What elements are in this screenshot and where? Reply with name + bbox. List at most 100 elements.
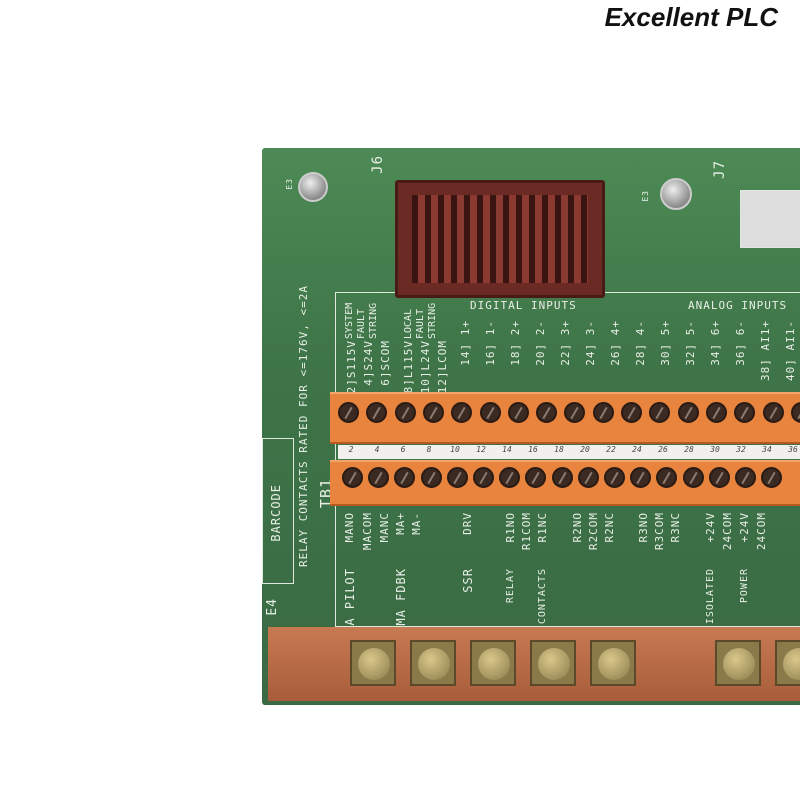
- top-terminal-label: 38] AI1+: [759, 320, 772, 381]
- bottom-terminal-label: 24COM: [755, 512, 768, 551]
- terminal-screw: [682, 467, 704, 488]
- terminal-screw: [705, 402, 727, 423]
- terminal-screw: [551, 467, 573, 488]
- terminal-screw: [420, 467, 442, 488]
- terminal-screw: [451, 402, 473, 423]
- terminal-number: 6: [400, 445, 406, 454]
- terminal-screw: [499, 467, 521, 488]
- relay-rating-text: RELAY CONTACTS RATED FOR <=176V, <=2A: [297, 285, 310, 568]
- top-terminal-label: 10]L24V: [419, 340, 432, 394]
- terminal-screw: [621, 402, 642, 423]
- bottom-terminal-label: MA-: [410, 512, 423, 535]
- terminal-screw: [422, 402, 444, 423]
- terminal-screw: [446, 467, 468, 488]
- top-terminal-label: 2]S115V: [345, 340, 358, 394]
- top-terminal-label: 6]SCOM: [379, 340, 392, 386]
- bottom-group-label: RELAY: [505, 568, 516, 604]
- bottom-terminal-label: +24V: [704, 512, 717, 543]
- label-j6: J6: [370, 155, 386, 174]
- top-terminal-label: 30] 5+: [659, 320, 672, 366]
- terminal-screw: [479, 402, 501, 423]
- terminal-screw: [592, 402, 614, 423]
- bottom-terminal-label: MANC: [378, 512, 391, 543]
- terminal-screw: [507, 402, 529, 423]
- terminal-number: 32: [736, 445, 746, 454]
- top-terminal-label: 34] 6+: [709, 320, 722, 366]
- bottom-group-label: ISOLATED: [705, 568, 716, 625]
- terminal-screw: [342, 467, 363, 488]
- bottom-group-label: MA PILOT: [343, 568, 357, 634]
- mounting-screw: [660, 178, 692, 210]
- terminal-screw: [762, 402, 784, 423]
- top-terminal-label: 24] 3-: [584, 320, 597, 366]
- label-e3: E3: [285, 178, 294, 190]
- terminal-number: 14: [502, 445, 512, 454]
- bottom-terminal-label: R3NC: [669, 512, 682, 543]
- bottom-terminal-label: 24COM: [721, 512, 734, 551]
- terminal-screw: [735, 467, 756, 488]
- j7-connector: [740, 190, 800, 248]
- label-j7: J7: [712, 160, 728, 179]
- terminal-screw: [536, 402, 558, 423]
- terminal-number: 20: [580, 445, 590, 454]
- barcode-box: [262, 438, 294, 584]
- top-terminal-label: 4]S24V: [362, 340, 375, 386]
- bottom-group-label: MA FDBK: [394, 568, 408, 626]
- terminal-screw: [366, 402, 388, 423]
- terminal-number: 18: [554, 445, 564, 454]
- terminal-screw: [394, 467, 416, 488]
- j6-ribbon-connector: [395, 180, 605, 298]
- terminal-number: 12: [476, 445, 486, 454]
- terminal-number: 26: [658, 445, 668, 454]
- terminal-screw: [577, 467, 599, 488]
- top-terminal-label: 18] 2+: [509, 320, 522, 366]
- mounting-screw-e3: [298, 172, 328, 202]
- terminal-number: 10: [450, 445, 460, 454]
- group-system-fault: SYSTEM FAULT STRING: [344, 302, 379, 339]
- bottom-terminal-label: +24V: [738, 512, 751, 543]
- bottom-terminal-label: R1COM: [520, 512, 533, 551]
- top-terminal-label: 14] 1+: [459, 320, 472, 366]
- terminal-number: 8: [426, 445, 432, 454]
- terminal-screw: [394, 402, 416, 423]
- terminal-number: 24: [632, 445, 642, 454]
- label-e4: E4: [265, 598, 280, 616]
- bottom-terminal-label: R2NC: [603, 512, 616, 543]
- bottom-terminal-label: R1NO: [504, 512, 517, 543]
- terminal-screw: [604, 467, 625, 488]
- top-terminal-label: 22] 3+: [559, 320, 572, 366]
- top-terminal-label: 36] 6-: [734, 320, 747, 366]
- bottom-terminal-label: MANO: [343, 512, 356, 543]
- ground-bar-screw: [530, 640, 576, 686]
- ground-bar-screw: [775, 640, 800, 686]
- group-digital-inputs: DIGITAL INPUTS: [470, 299, 577, 312]
- ground-bar-screw: [590, 640, 636, 686]
- bottom-terminal-label: R2NO: [571, 512, 584, 543]
- bottom-terminal-label: MA+: [394, 512, 407, 535]
- ground-bar-screw: [410, 640, 456, 686]
- terminal-number: 4: [374, 445, 380, 454]
- top-terminal-label: 26] 4+: [609, 320, 622, 366]
- bottom-group-label: POWER: [739, 568, 750, 604]
- ground-bar-screw: [715, 640, 761, 686]
- terminal-screw: [338, 402, 359, 423]
- bottom-terminal-label: R2COM: [587, 512, 600, 551]
- top-terminal-label: 40] AI1-: [784, 320, 797, 381]
- terminal-screw: [677, 402, 699, 423]
- top-terminal-label: 8]L115V: [402, 340, 415, 394]
- terminal-number: 22: [606, 445, 616, 454]
- terminal-screw: [761, 467, 783, 488]
- bottom-terminal-label: MACOM: [361, 512, 374, 551]
- bottom-group-label: CONTACTS: [537, 568, 548, 625]
- top-terminal-label: 20] 2-: [534, 320, 547, 366]
- label-e3b: E3: [641, 190, 650, 202]
- top-terminal-label: 12]LCOM: [436, 340, 449, 394]
- top-terminal-label: 16] 1-: [484, 320, 497, 366]
- ground-bar-screw: [470, 640, 516, 686]
- terminal-screw: [473, 467, 494, 488]
- terminal-screw: [368, 467, 390, 488]
- terminal-screw: [564, 402, 586, 423]
- ground-bar-screw: [350, 640, 396, 686]
- terminal-screw: [649, 402, 671, 423]
